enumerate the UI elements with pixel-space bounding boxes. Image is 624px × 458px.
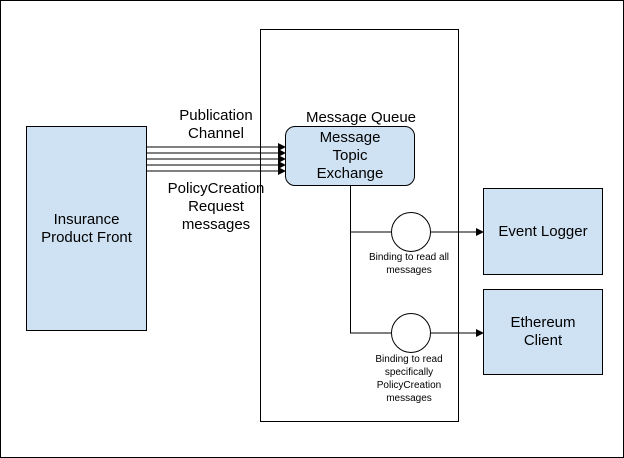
message-topic-exchange-box: Message Topic Exchange	[285, 126, 415, 186]
publication-arrows	[147, 143, 286, 175]
policy-creation-messages-label: PolicyCreation Request messages	[167, 180, 265, 233]
binding-all-label: Binding to read all messages	[368, 252, 450, 276]
binding-specific-node	[391, 313, 431, 353]
publication-channel-label: Publication Channel	[179, 107, 253, 142]
ethereum-client-box: Ethereum Client	[483, 289, 603, 375]
binding-all-node	[391, 212, 431, 252]
binding-connectors	[350, 185, 484, 337]
message-queue-title: Message Queue	[305, 109, 417, 126]
message-topic-exchange-label: Message Topic Exchange	[316, 129, 384, 182]
event-logger-label: Event Logger	[498, 222, 588, 240]
insurance-product-front-box: Insurance Product Front	[26, 126, 147, 331]
event-logger-box: Event Logger	[483, 188, 603, 275]
ethereum-client-label: Ethereum Client	[510, 314, 576, 349]
insurance-product-front-label: Insurance Product Front	[41, 210, 132, 246]
binding-specific-label: Binding to read specifically PolicyCreat…	[375, 354, 443, 404]
